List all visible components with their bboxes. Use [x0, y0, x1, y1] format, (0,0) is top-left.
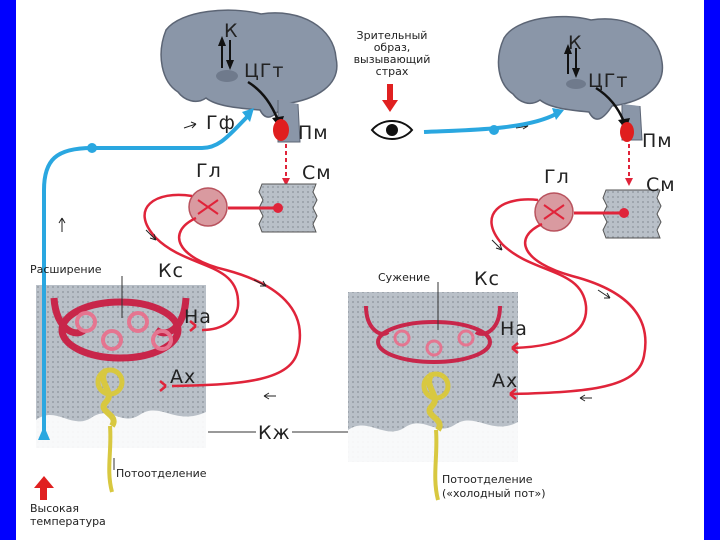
label-sympathetic-right: Кс	[474, 268, 500, 290]
label-ganglion-left: Гл	[196, 160, 222, 182]
label-sweating-left: Потоотделение	[116, 467, 207, 480]
label-medulla-right: Пм	[642, 130, 673, 152]
label-spinal-left: См	[302, 162, 332, 184]
label-acetylcholine-left: Ах	[170, 366, 197, 388]
label-cortex-left: К	[224, 20, 239, 42]
label-hypothalamus-right: ЦГт	[588, 70, 629, 92]
diagram-drawing	[34, 9, 664, 501]
label-pituitary-left: Гф	[206, 112, 236, 134]
label-acetylcholine-right: Ах	[492, 370, 519, 392]
label-noradrenaline-right: На	[500, 318, 528, 340]
spinal-cord-left	[258, 183, 318, 233]
eye-icon	[370, 120, 414, 140]
skin-right	[348, 292, 518, 501]
label-visual-1: Зрительный	[356, 29, 428, 42]
label-expansion: Расширение	[30, 263, 102, 276]
label-cortex-right: К	[568, 32, 583, 54]
label-spinal-right: См	[646, 174, 676, 196]
spinal-cord-right	[602, 189, 662, 239]
ganglion-right	[534, 192, 574, 232]
label-sympathetic-left: Кс	[158, 260, 184, 282]
label-noradrenaline-left: На	[184, 306, 212, 328]
label-skin: Кж	[258, 422, 291, 444]
label-visual-2: образ,	[373, 41, 411, 54]
label-narrowing: Сужение	[378, 271, 430, 284]
label-ganglion-right: Гл	[544, 166, 570, 188]
brain-right	[497, 15, 664, 142]
ganglion-left	[188, 187, 228, 227]
label-sweating-right-2: («холодный пот»)	[442, 487, 546, 500]
diagram-canvas: К ЦГт Гф Пм См Гл Кс На Ах Расширение По…	[16, 0, 704, 540]
label-high-temp-2: температура	[30, 515, 106, 528]
label-hypothalamus-left: ЦГт	[244, 60, 285, 82]
skin-left	[36, 285, 206, 493]
label-visual-4: страх	[375, 65, 409, 78]
stimulus-arrow-fear	[382, 84, 398, 112]
stimulus-arrow-heat	[34, 476, 54, 500]
label-visual-3: вызывающий	[353, 53, 431, 66]
label-medulla-left: Пм	[298, 122, 329, 144]
label-high-temp-1: Высокая	[30, 502, 80, 515]
label-sweating-right-1: Потоотделение	[442, 473, 533, 486]
brain-left	[160, 9, 338, 143]
